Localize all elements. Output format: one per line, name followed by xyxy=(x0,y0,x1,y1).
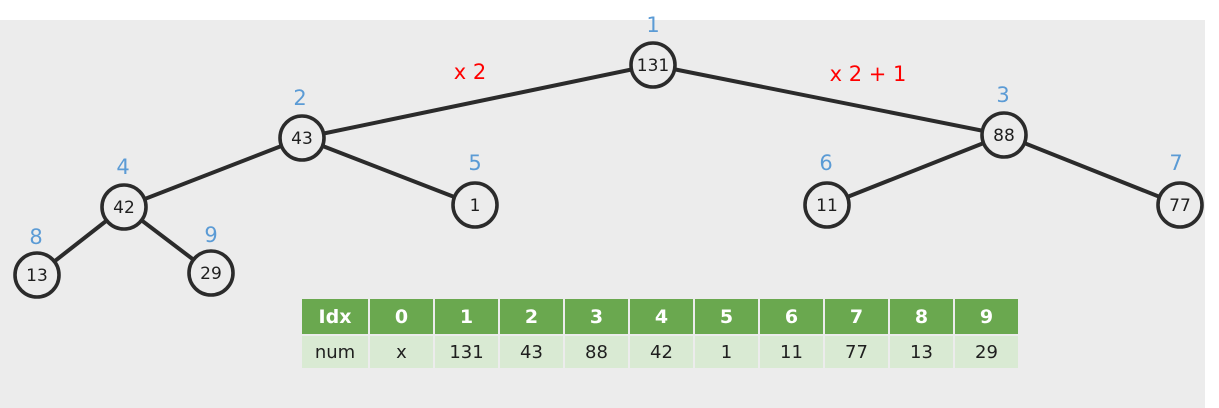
array-header-cell-1: 1 xyxy=(435,299,498,334)
array-value-cell-8: 13 xyxy=(890,336,953,368)
node-value-1: 131 xyxy=(637,56,669,76)
array-header-label: Idx xyxy=(302,299,368,334)
node-circle-4 xyxy=(100,183,148,231)
node-value-2: 43 xyxy=(291,129,313,149)
node-circle-5 xyxy=(451,181,499,229)
node-value-7: 77 xyxy=(1169,196,1191,216)
tree-edge-1-3 xyxy=(651,63,1006,137)
array-header-cell-7: 7 xyxy=(825,299,888,334)
tree-node-8[interactable]: 13 xyxy=(13,251,61,299)
node-index-label-4: 4 xyxy=(116,155,129,179)
edge-annotation-1: x 2 + 1 xyxy=(830,62,907,86)
tree-edge-2-5 xyxy=(300,136,477,207)
edge-annotation-0: x 2 xyxy=(454,60,486,84)
tree-node-9[interactable]: 29 xyxy=(187,249,235,297)
array-header-cell-8: 8 xyxy=(890,299,953,334)
node-value-3: 88 xyxy=(993,126,1015,146)
array-header-cell-9: 9 xyxy=(955,299,1018,334)
tree-node-1[interactable]: 131 xyxy=(629,41,677,89)
array-value-cell-4: 42 xyxy=(630,336,693,368)
node-circle-1 xyxy=(629,41,677,89)
tree-node-2[interactable]: 43 xyxy=(278,114,326,162)
node-circle-6 xyxy=(803,181,851,229)
array-value-cell-3: 88 xyxy=(565,336,628,368)
tree-edge-1-2 xyxy=(300,63,655,140)
node-value-4: 42 xyxy=(113,198,135,218)
array-header-cell-0: 0 xyxy=(370,299,433,334)
node-index-label-7: 7 xyxy=(1169,151,1182,175)
node-value-6: 11 xyxy=(816,196,838,216)
tree-node-5[interactable]: 1 xyxy=(451,181,499,229)
node-index-label-6: 6 xyxy=(819,151,832,175)
tree-edge-annotations-group: x 2 x 2 + 1 xyxy=(454,60,907,86)
tree-node-3[interactable]: 88 xyxy=(980,111,1028,159)
node-index-label-3: 3 xyxy=(996,83,1009,107)
array-value-cell-1: 131 xyxy=(435,336,498,368)
array-value-cell-5: 1 xyxy=(695,336,758,368)
node-value-8: 13 xyxy=(26,266,48,286)
tree-node-4[interactable]: 42 xyxy=(100,183,148,231)
tree-edge-3-7 xyxy=(1002,133,1182,207)
tree-edge-3-6 xyxy=(825,133,1006,207)
node-index-label-8: 8 xyxy=(29,225,42,249)
array-header-cell-5: 5 xyxy=(695,299,758,334)
node-index-label-9: 9 xyxy=(204,223,217,247)
tree-index-labels-group: 1 2 3 4 5 6 7 8 9 xyxy=(29,13,1182,249)
node-value-5: 1 xyxy=(470,196,481,216)
array-value-cell-2: 43 xyxy=(500,336,563,368)
node-circle-9 xyxy=(187,249,235,297)
array-value-label: num xyxy=(302,336,368,368)
array-value-cell-7: 77 xyxy=(825,336,888,368)
tree-node-6[interactable]: 11 xyxy=(803,181,851,229)
array-header-cell-3: 3 xyxy=(565,299,628,334)
node-index-label-1: 1 xyxy=(646,13,659,37)
array-value-cell-6: 11 xyxy=(760,336,823,368)
array-header-cell-2: 2 xyxy=(500,299,563,334)
node-index-label-2: 2 xyxy=(293,86,306,110)
node-circle-7 xyxy=(1156,181,1204,229)
node-circle-2 xyxy=(278,114,326,162)
node-index-label-5: 5 xyxy=(468,151,481,175)
array-value-cell-0: x xyxy=(370,336,433,368)
tree-node-7[interactable]: 77 xyxy=(1156,181,1204,229)
array-value-cell-9: 29 xyxy=(955,336,1018,368)
array-header-cell-4: 4 xyxy=(630,299,693,334)
array-header-cell-6: 6 xyxy=(760,299,823,334)
node-circle-8 xyxy=(13,251,61,299)
node-value-9: 29 xyxy=(200,264,222,284)
node-circle-3 xyxy=(980,111,1028,159)
tree-edge-2-4 xyxy=(122,136,304,209)
